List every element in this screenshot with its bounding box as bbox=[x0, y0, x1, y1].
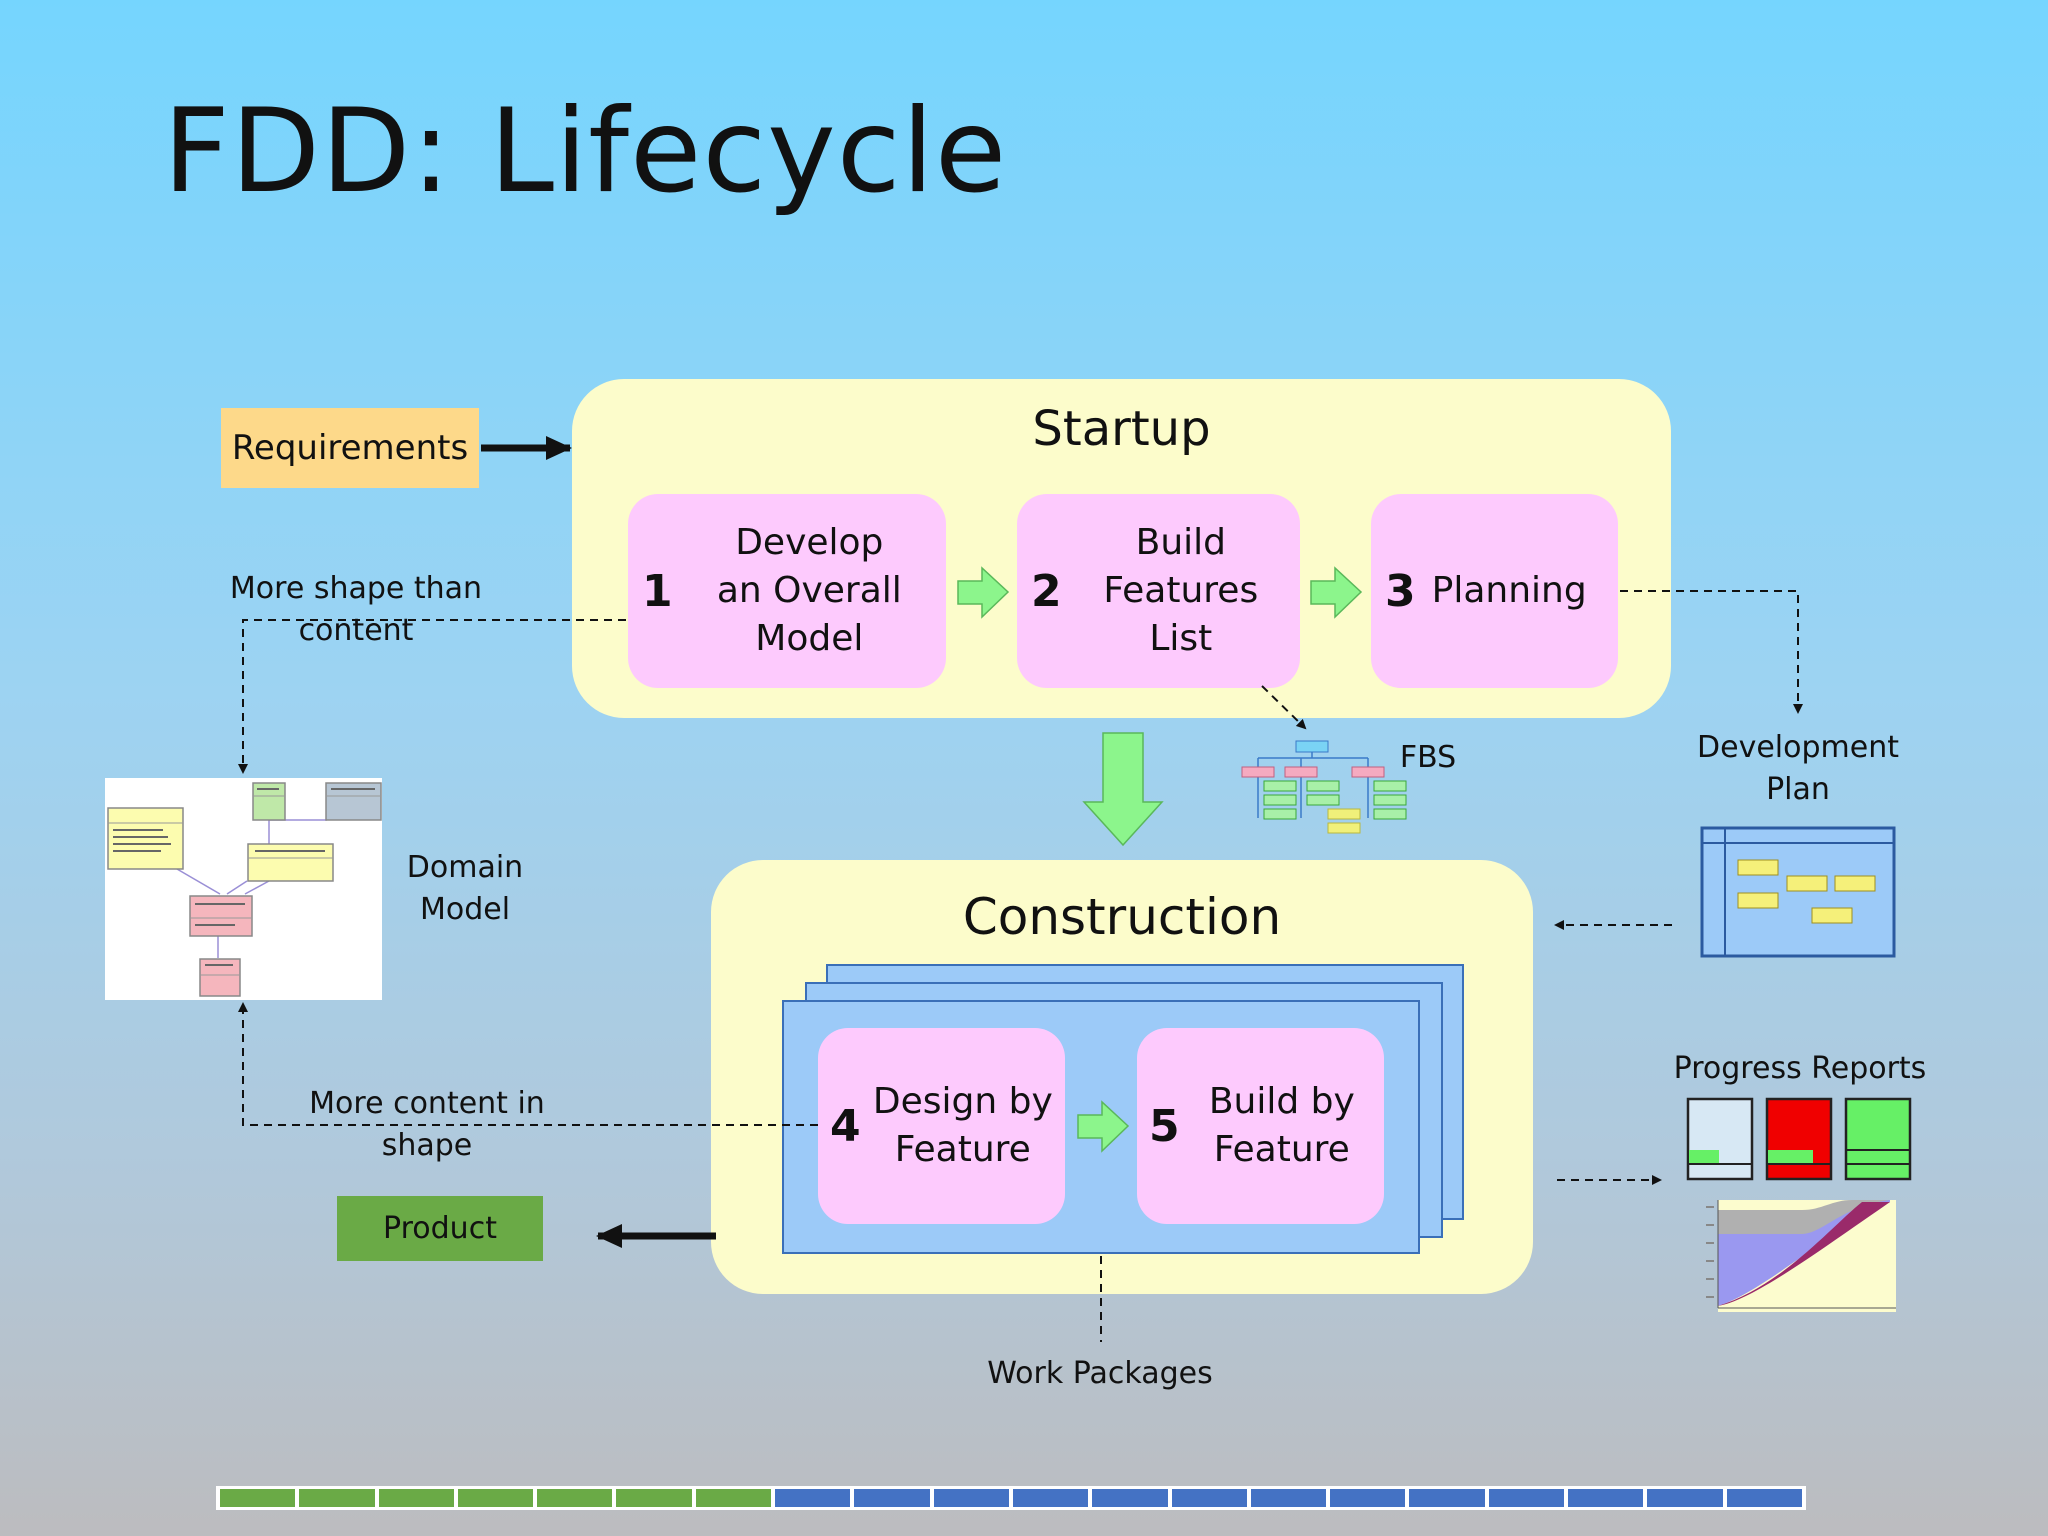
product-box: Product bbox=[337, 1196, 543, 1261]
step-build-by-feature: 5 Build by Feature bbox=[1137, 1028, 1384, 1224]
progress-segment-remaining bbox=[1250, 1489, 1327, 1507]
progress-report-boxes-icon bbox=[1686, 1097, 1912, 1181]
construction-title: Construction bbox=[962, 888, 1282, 946]
fbs-tree-icon bbox=[1241, 740, 1407, 834]
step-number: 3 bbox=[1385, 565, 1416, 617]
product-label: Product bbox=[383, 1211, 497, 1246]
progress-segment-done bbox=[537, 1489, 613, 1507]
progress-segment-remaining bbox=[1568, 1489, 1644, 1507]
progress-segment-remaining bbox=[1092, 1489, 1168, 1507]
work-packages-label: Work Packages bbox=[987, 1356, 1213, 1391]
step-label: Build by Feature bbox=[1208, 1081, 1355, 1170]
step-number: 2 bbox=[1031, 565, 1062, 617]
step-label: Planning bbox=[1431, 570, 1587, 611]
progress-segment-done bbox=[457, 1489, 534, 1507]
step-label: Develop an Overall Model bbox=[716, 522, 902, 659]
progress-segment-remaining bbox=[1330, 1489, 1406, 1507]
progress-segment-done bbox=[695, 1489, 772, 1507]
more-content-label: More content in shape bbox=[309, 1086, 545, 1163]
startup-title: Startup bbox=[1032, 401, 1211, 457]
progress-segment-remaining bbox=[1409, 1489, 1485, 1507]
progress-chart-icon bbox=[1706, 1200, 1896, 1312]
progress-segment-remaining bbox=[775, 1489, 851, 1507]
requirements-label: Requirements bbox=[231, 428, 469, 468]
step-number: 4 bbox=[830, 1100, 861, 1152]
progress-segment-done bbox=[616, 1489, 692, 1507]
progress-segment-remaining bbox=[1647, 1489, 1723, 1507]
step-develop-model: 1 Develop an Overall Model bbox=[628, 494, 946, 688]
development-plan-icon bbox=[1700, 826, 1896, 958]
progress-segment-remaining bbox=[1488, 1489, 1565, 1507]
step-design-by-feature: 4 Design by Feature bbox=[818, 1028, 1065, 1224]
progress-segment-remaining bbox=[1726, 1489, 1802, 1507]
step-label: Design by Feature bbox=[872, 1081, 1053, 1170]
progress-segment-remaining bbox=[1012, 1489, 1089, 1507]
progress-segment-remaining bbox=[933, 1489, 1009, 1507]
progress-segment-remaining bbox=[1171, 1489, 1247, 1507]
slide-progress-bar bbox=[216, 1486, 1806, 1510]
domain-model-label: Domain Model bbox=[406, 850, 524, 927]
step-label: Build Features List bbox=[1103, 522, 1259, 659]
step-build-features-list: 2 Build Features List bbox=[1017, 494, 1300, 688]
progress-segment-done bbox=[299, 1489, 375, 1507]
requirements-box: Requirements bbox=[221, 408, 479, 488]
domain-model-diagram bbox=[105, 778, 382, 1000]
step-planning: 3 Planning bbox=[1371, 494, 1618, 688]
step-number: 1 bbox=[642, 565, 673, 617]
progress-segment-done bbox=[378, 1489, 454, 1507]
fbs-label: FBS bbox=[1399, 740, 1457, 775]
more-shape-label: More shape than content bbox=[229, 571, 483, 648]
slide-title: FDD: Lifecycle bbox=[163, 84, 1008, 219]
step-number: 5 bbox=[1149, 1100, 1180, 1152]
progress-segment-remaining bbox=[854, 1489, 930, 1507]
development-plan-label: Development Plan bbox=[1697, 730, 1899, 807]
progress-segment-done bbox=[220, 1489, 296, 1507]
progress-reports-label: Progress Reports bbox=[1673, 1051, 1927, 1086]
arrow-startup-to-construction bbox=[1082, 732, 1164, 847]
